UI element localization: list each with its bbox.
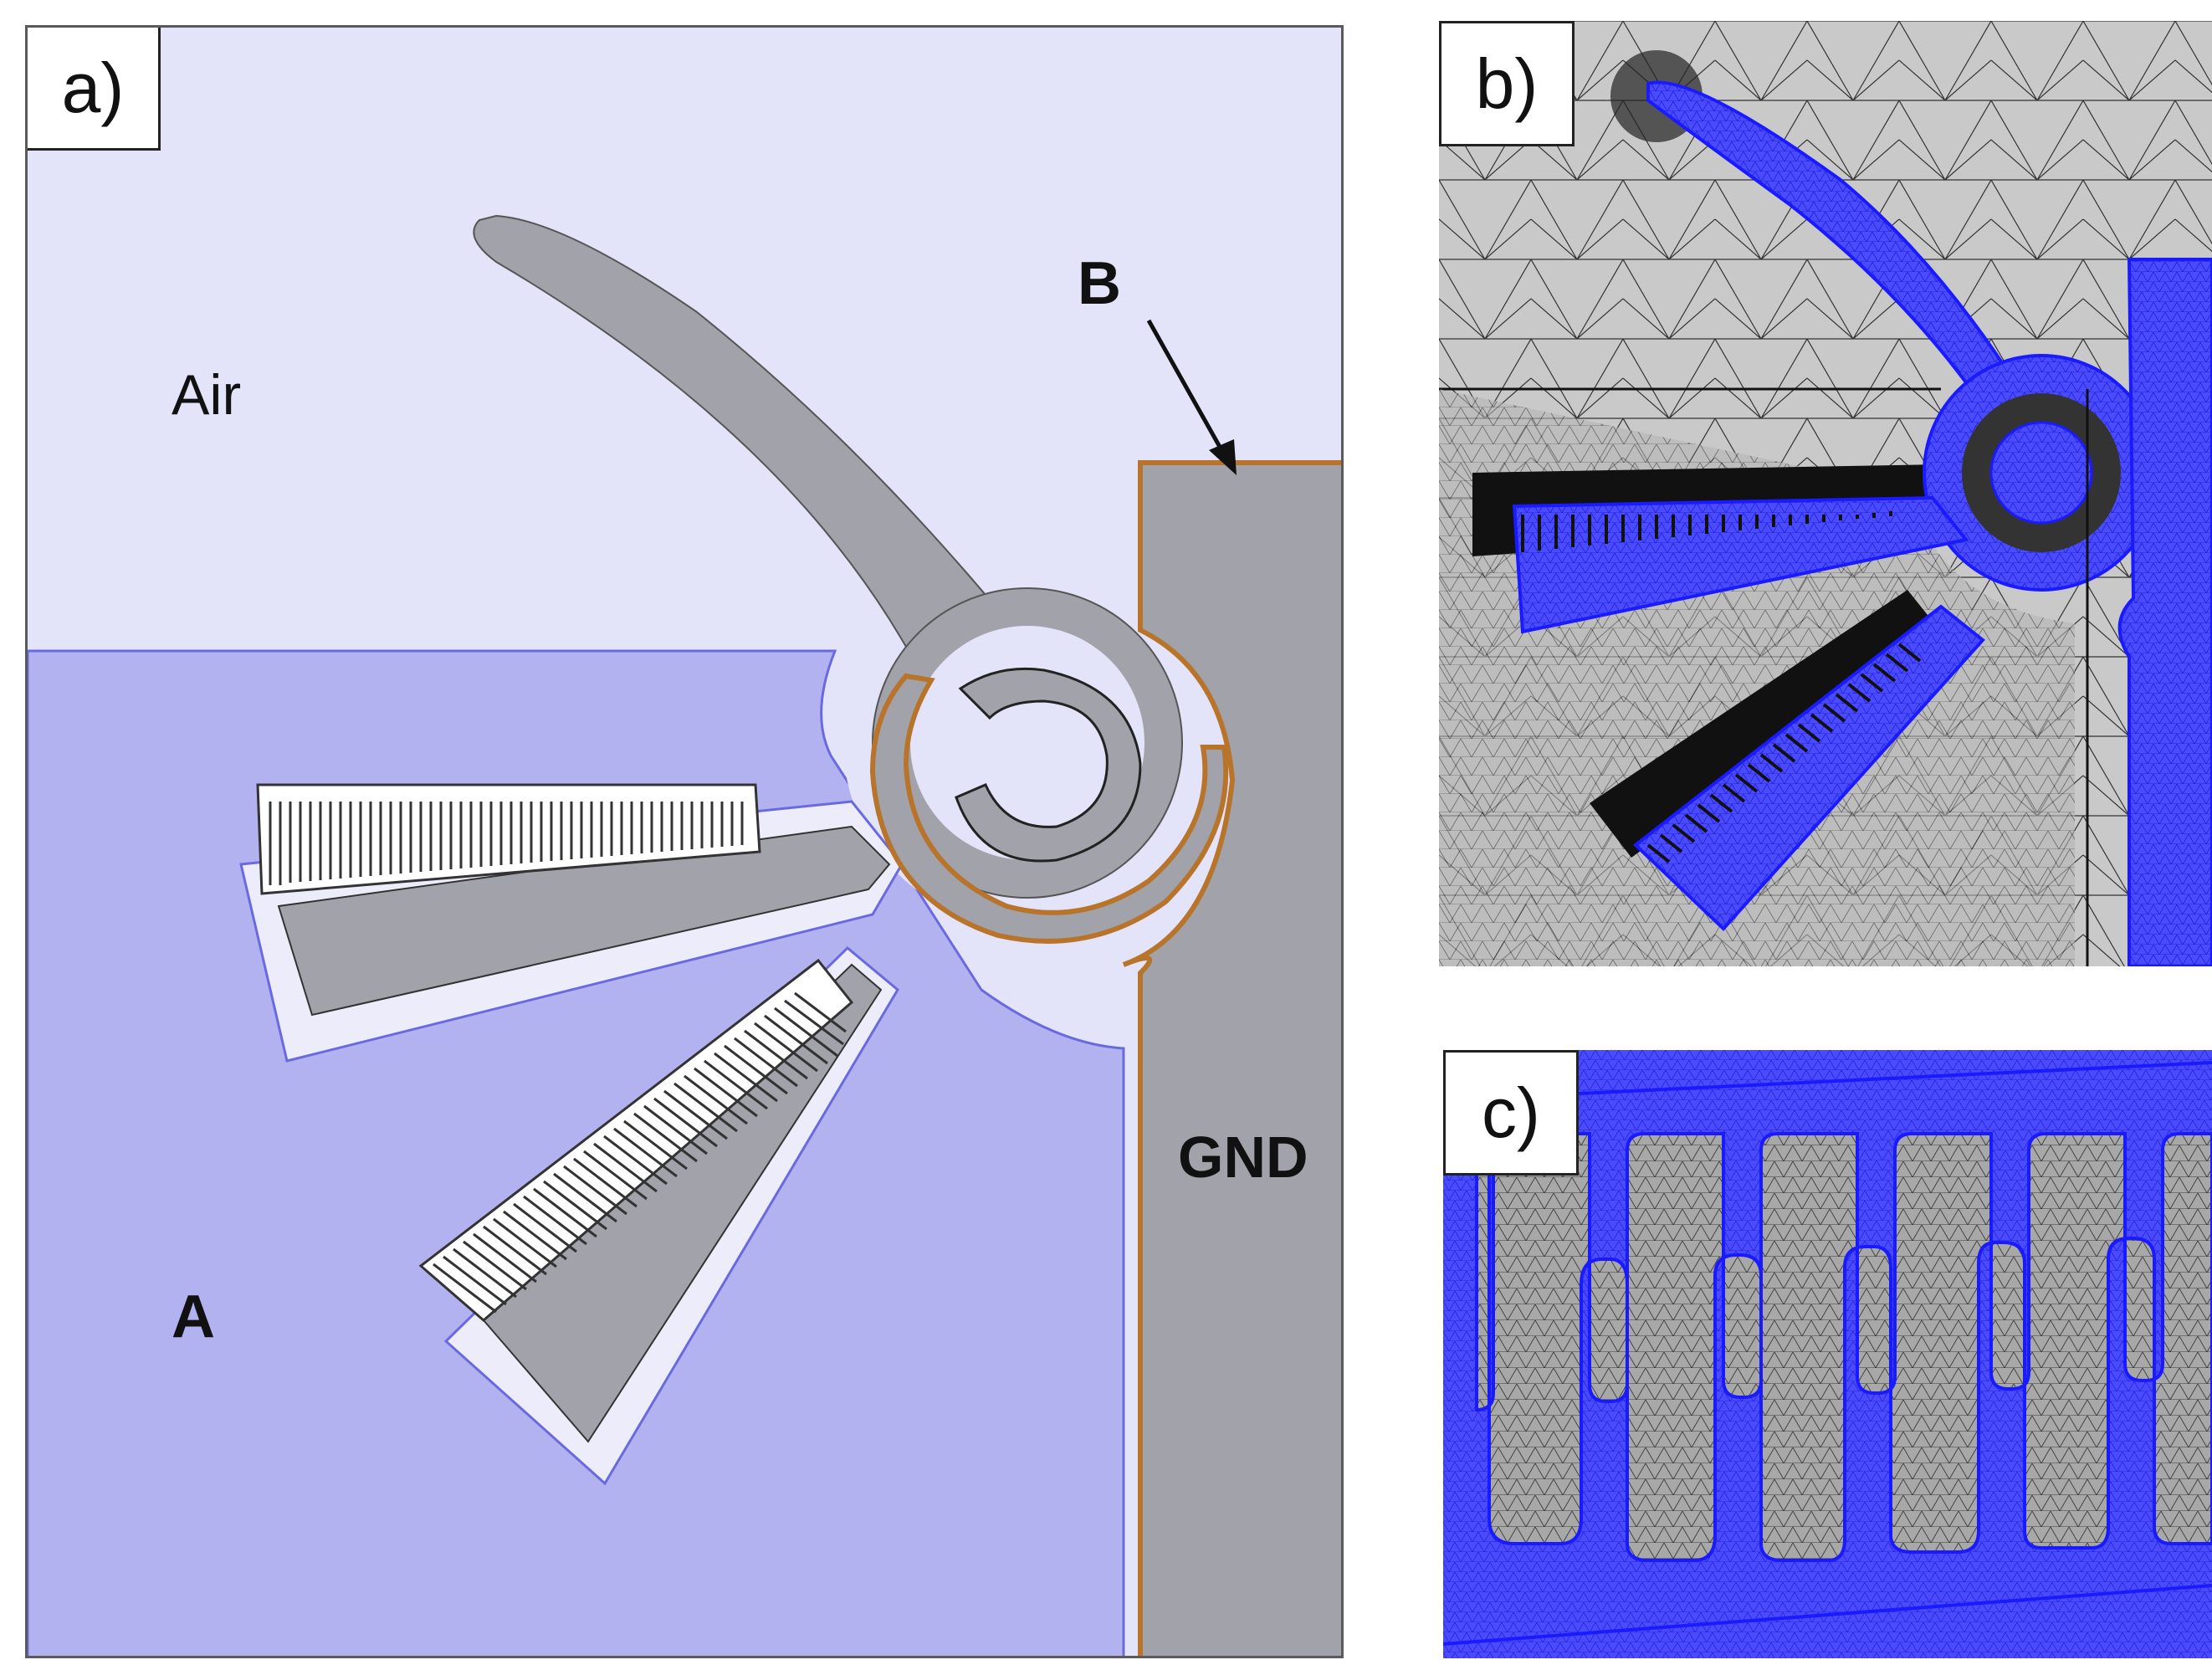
gnd-label: GND	[1178, 1124, 1308, 1190]
b-arrow-head	[1209, 439, 1237, 475]
panel-a-drawing	[28, 28, 1341, 1656]
panel-c: c)	[1443, 1050, 2212, 1658]
a-label: A	[172, 1283, 215, 1350]
panel-b: b)	[1439, 21, 2212, 966]
mesh-upper-arm	[1512, 495, 1969, 634]
c-bottom-edge	[1443, 1584, 2212, 1646]
panel-a: a) Air A B GND	[25, 25, 1344, 1658]
outer-c-ring	[869, 673, 1229, 944]
upper-comb-fingers	[256, 783, 761, 895]
mesh-dense-lower	[1590, 590, 1941, 858]
inner-hook	[955, 667, 1142, 863]
gnd-electrode	[1122, 460, 1341, 1656]
panel-c-tag: c)	[1443, 1050, 1579, 1176]
mesh-lower-arm	[1632, 604, 1985, 931]
mesh-upper-fingers	[1521, 511, 1892, 552]
mesh-hub-core	[1989, 421, 2093, 525]
panel-b-tag: b)	[1439, 21, 1575, 146]
air-label: Air	[172, 363, 242, 427]
mesh-gnd	[2117, 258, 2212, 966]
panel-a-tag: a)	[28, 28, 161, 151]
panel-b-mesh	[1439, 21, 2212, 966]
lower-comb-fingers	[418, 958, 854, 1322]
mesh-lower-fingers	[1646, 643, 1922, 863]
b-label: B	[1078, 250, 1121, 317]
c-finger-gaps	[1475, 1132, 2212, 1562]
b-arrow-shaft	[1146, 319, 1226, 456]
